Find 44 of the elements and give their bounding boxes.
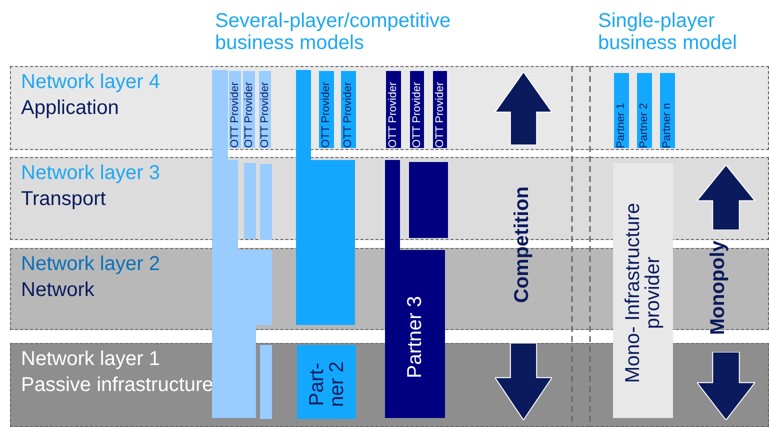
bar — [613, 163, 673, 418]
bar-label: Mono- Infrastructure provider — [623, 201, 663, 385]
bar — [409, 162, 448, 238]
bar-label: Part- ner 2 — [306, 360, 346, 409]
bar — [319, 71, 334, 148]
bar — [243, 71, 255, 148]
direction-label: Competition — [512, 186, 532, 306]
layer-number: Network layer 1 — [21, 348, 160, 370]
bar-label: OTT Provider — [260, 82, 270, 148]
bar-label: OTT Provider — [343, 82, 354, 148]
layer-name: Network — [21, 279, 94, 301]
bar-label: OTT Provider — [388, 82, 399, 148]
bar — [260, 164, 272, 240]
bar — [410, 71, 424, 148]
layer-name: Application — [21, 97, 119, 119]
bar-label: Partner 2 — [639, 102, 650, 148]
layer-band — [10, 66, 769, 150]
bar — [260, 345, 272, 419]
bar — [297, 345, 356, 419]
layer-number: Network layer 2 — [21, 253, 160, 275]
bar — [433, 71, 447, 148]
bar — [244, 163, 256, 239]
bar — [637, 73, 652, 148]
bar-label: OTT Provider — [321, 82, 332, 148]
bar — [259, 71, 271, 148]
layer-number: Network layer 3 — [21, 162, 160, 184]
bar — [341, 71, 356, 148]
layer-name: Passive infrastructure — [21, 374, 214, 396]
bar-label: Partner 1 — [616, 102, 627, 148]
bar-label: OTT Provider — [434, 82, 446, 148]
bar-label: OTT Provider — [412, 82, 422, 148]
bar-label: Partner n — [662, 102, 673, 148]
bar — [614, 73, 629, 148]
section-heading: Several-player/competitive business models — [215, 10, 452, 54]
layer-number: Network layer 4 — [21, 71, 160, 93]
bar — [660, 73, 675, 148]
section-heading: Single-player business model — [598, 10, 738, 54]
bar-label: Partner 3 — [405, 296, 425, 378]
direction-label: Monopoly — [708, 239, 728, 337]
bar — [386, 71, 401, 148]
bar-label: OTT Provider — [230, 82, 240, 148]
bar — [229, 71, 241, 148]
layer-name: Transport — [21, 188, 106, 210]
bar-label: OTT Provider — [244, 82, 254, 148]
